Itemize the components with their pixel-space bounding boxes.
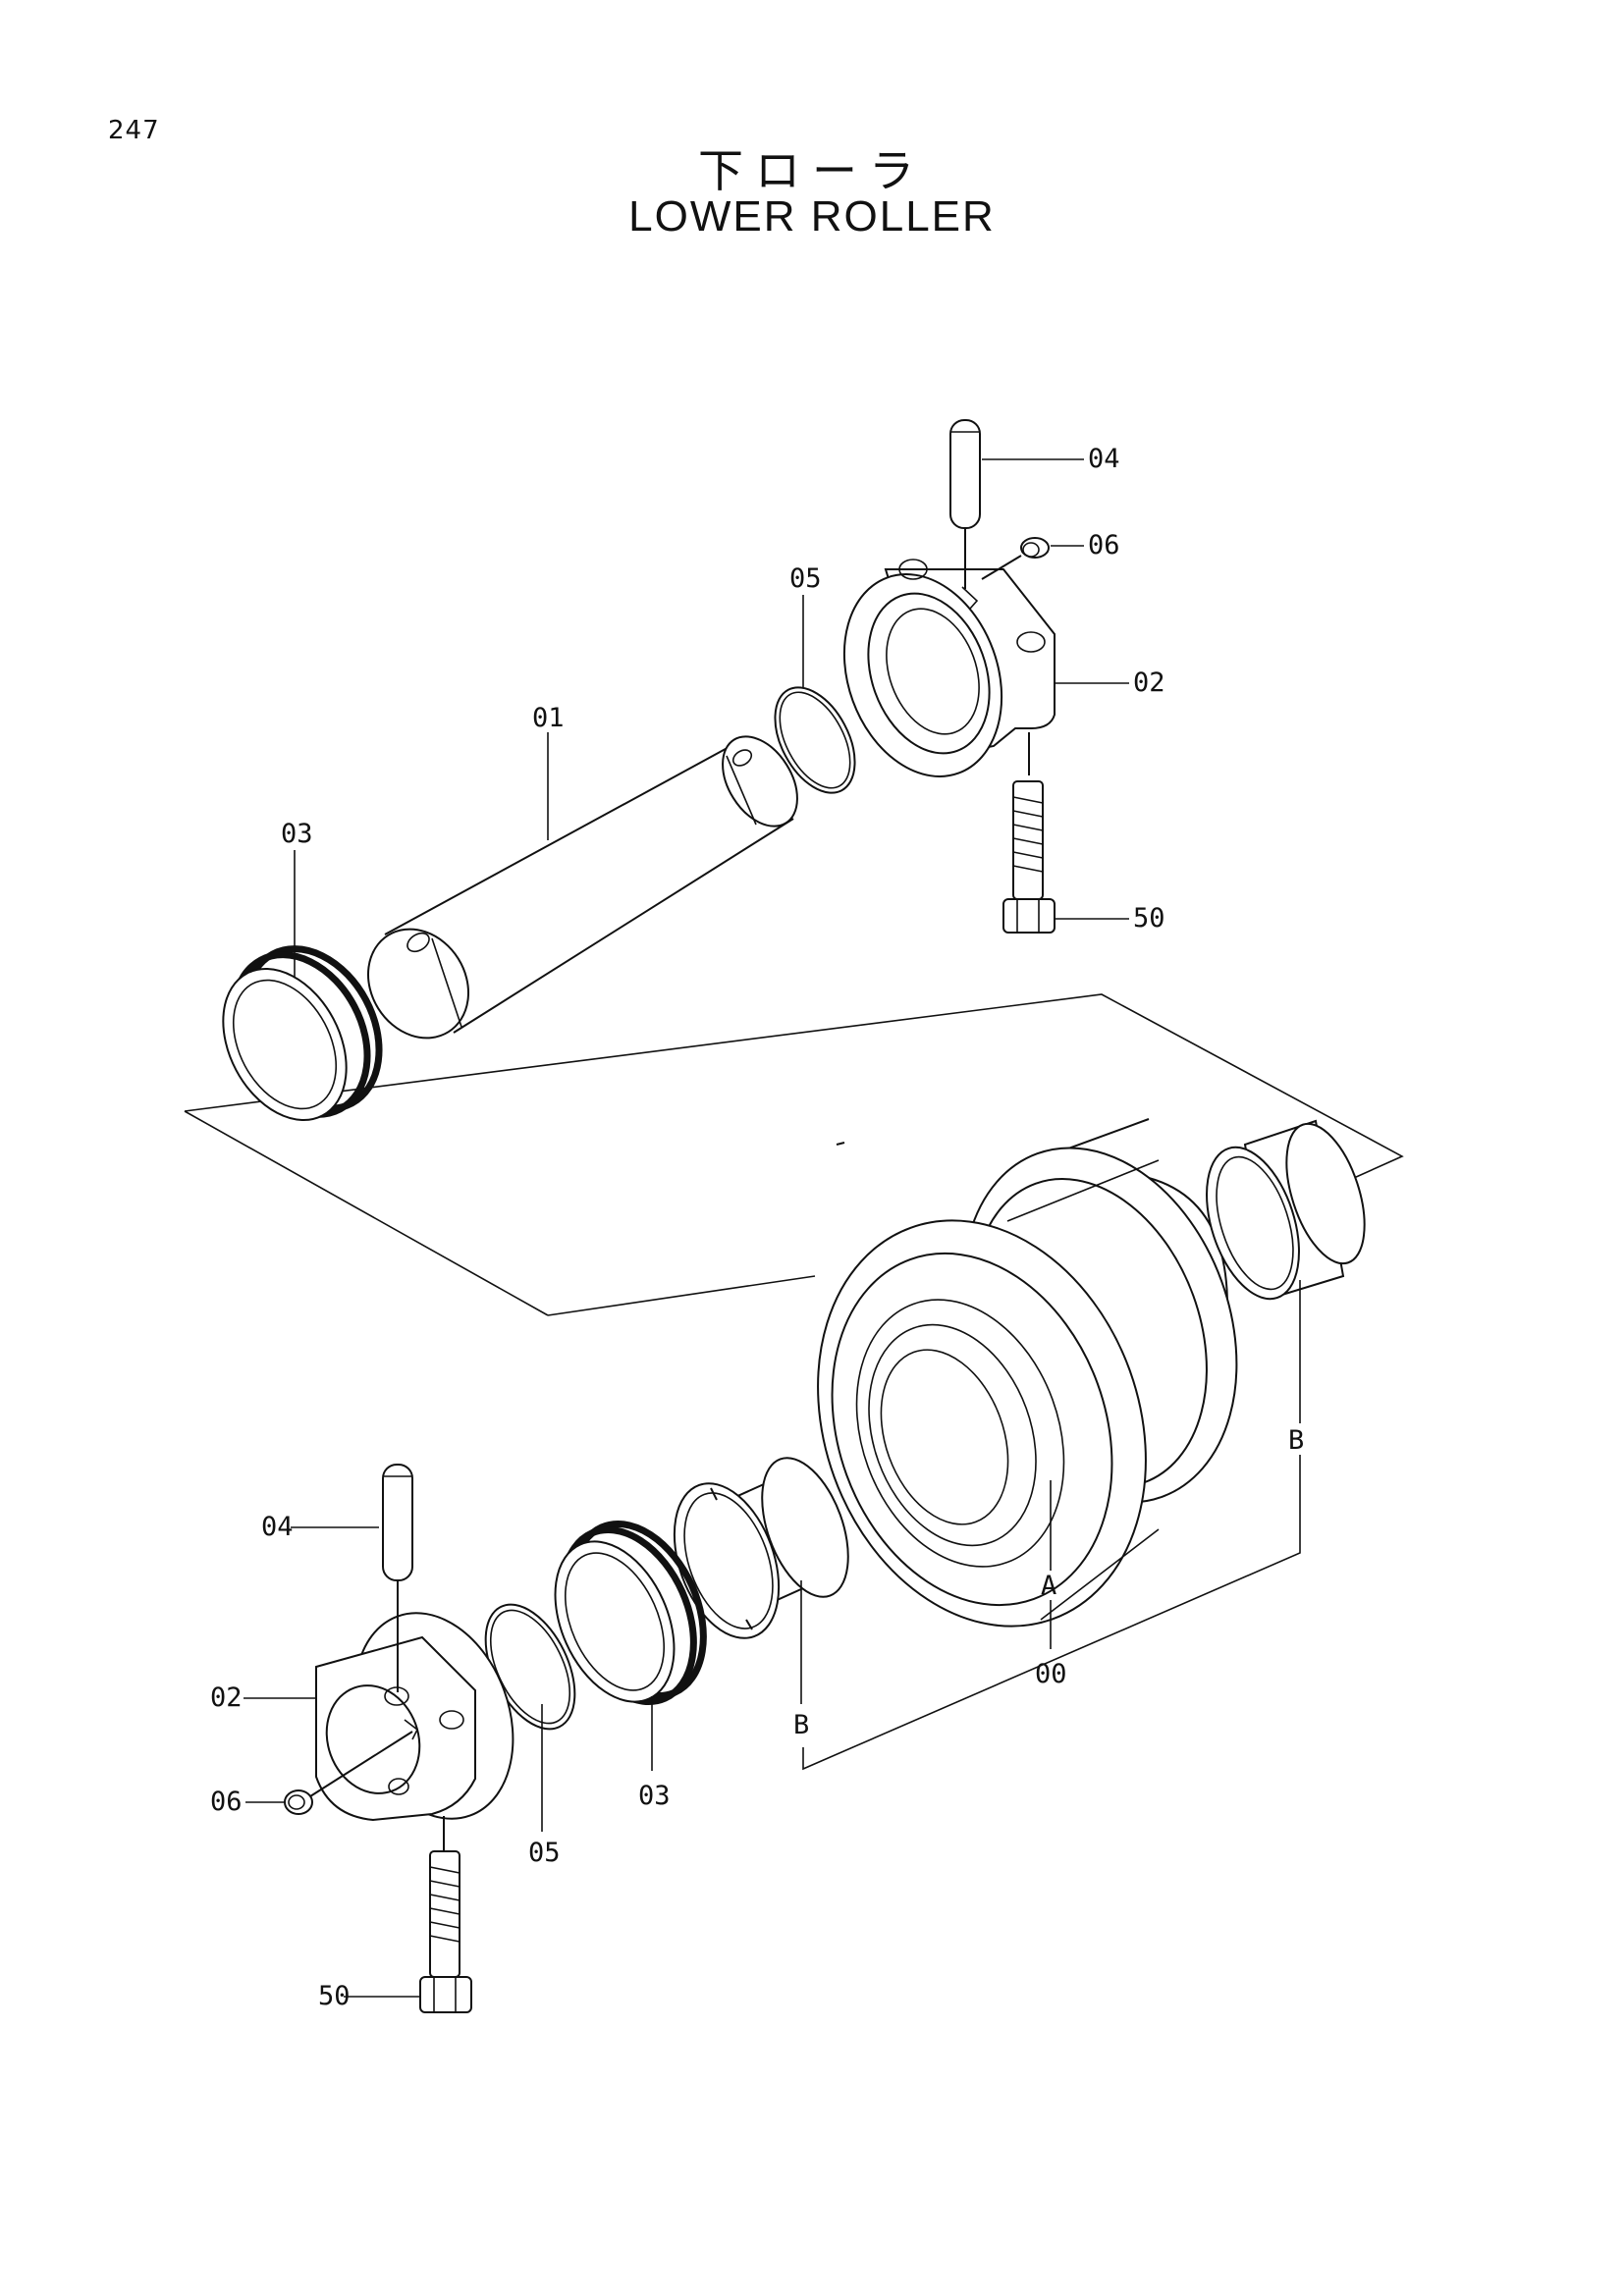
assembly-plane-lower-edge: [547, 1275, 816, 1316]
roller-body: [817, 1118, 1238, 1628]
bolt-bottom: [419, 1816, 472, 2013]
callout-02-bottom: 02: [210, 1682, 243, 1713]
callout-04-top: 04: [1088, 444, 1120, 474]
callout-50-top: 50: [1133, 903, 1165, 934]
page-number: 247: [108, 116, 160, 145]
pin-bottom: [382, 1464, 413, 1692]
floating-seal-top: [222, 945, 383, 1122]
bolt-top: [1002, 732, 1056, 934]
o-ring-top: [774, 686, 856, 794]
callout-50-bottom: 50: [318, 1981, 351, 2011]
callout-05-bottom: 05: [528, 1838, 561, 1868]
pin-top: [949, 419, 981, 589]
callout-06-bottom: 06: [210, 1787, 243, 1817]
bushing-right: [1206, 1119, 1366, 1301]
floating-seal-bottom: [554, 1520, 707, 1706]
roller-shaft: [366, 735, 798, 1040]
callout-01: 01: [532, 703, 565, 733]
callout-05-top: 05: [789, 563, 822, 594]
callout-B-left: B: [793, 1710, 809, 1740]
collar-top: [842, 559, 1056, 777]
leader-lines: [244, 458, 1301, 1998]
callout-A: A: [1041, 1571, 1056, 1601]
callout-04-bottom: 04: [261, 1512, 294, 1542]
callout-03-bottom: 03: [638, 1781, 671, 1811]
callout-02-top: 02: [1133, 667, 1165, 698]
plane-center-mark: [836, 1142, 845, 1146]
title-english: LOWER ROLLER: [628, 192, 996, 240]
o-ring-top-inner: [779, 691, 851, 789]
title-japanese: 下ローラ: [698, 144, 926, 197]
callout-00: 00: [1035, 1659, 1067, 1689]
callout-06-top: 06: [1088, 530, 1120, 561]
callout-B-right: B: [1288, 1425, 1304, 1456]
callout-03-top: 03: [281, 819, 313, 849]
collar-bottom: [315, 1612, 514, 1822]
plug-top: [981, 537, 1050, 580]
assembly-plane-outline: [184, 993, 1404, 1316]
